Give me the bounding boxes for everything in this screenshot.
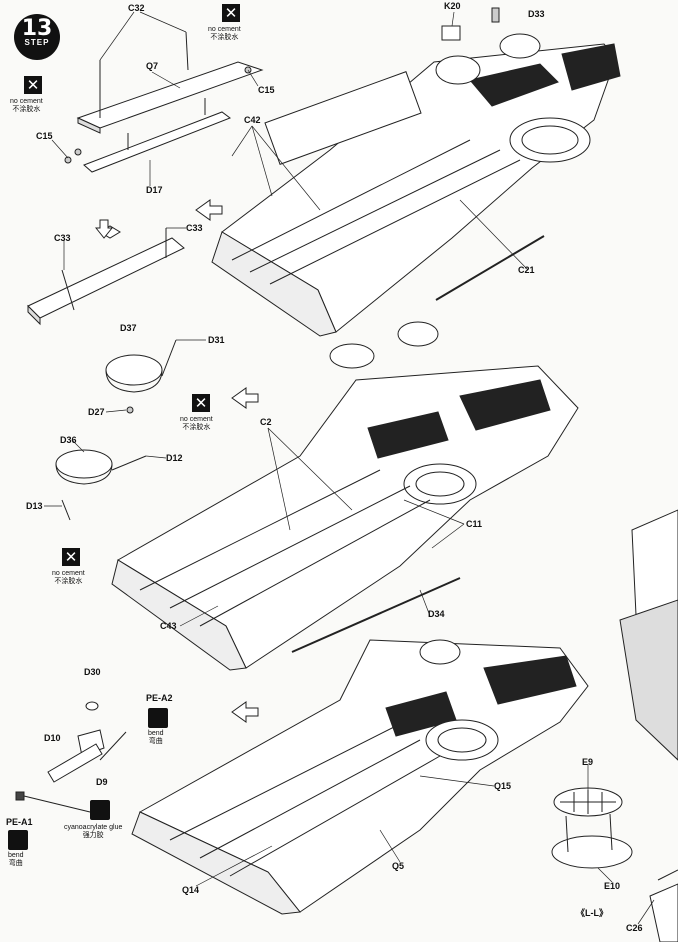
part-label-d34: D34 <box>428 609 445 619</box>
part-label-d33: D33 <box>528 9 545 19</box>
sub-assembly-c33 <box>27 225 185 326</box>
part-label-q5: Q5 <box>392 861 405 871</box>
no-cement-note-3: no cement 不涂胶水 <box>180 416 213 432</box>
part-label-c26: C26 <box>626 923 643 933</box>
part-label-d12: D12 <box>166 453 183 463</box>
part-label-e9: E9 <box>582 757 594 767</box>
no-cement-icon: ✕ <box>62 548 80 566</box>
bend-note-2: bend 弯曲 <box>8 852 24 868</box>
part-label-d17: D17 <box>146 185 163 195</box>
part-label-d36: D36 <box>60 435 77 445</box>
no-cement-note-4: no cement 不涂胶水 <box>52 570 85 586</box>
step-word: STEP <box>24 38 50 47</box>
sub-assembly-q7 <box>64 31 264 173</box>
cyano-note: cyanoacrylate glue 强力胶 <box>64 824 123 840</box>
part-label-d13: D13 <box>26 501 43 511</box>
hull-view-3 <box>131 639 589 915</box>
part-label-c11: C11 <box>466 519 483 529</box>
part-label-d31: D31 <box>208 335 225 345</box>
no-cement-icon: ✕ <box>192 394 210 412</box>
part-label-c42: C42 <box>244 115 261 125</box>
no-cement-icon: ✕ <box>222 4 240 22</box>
part-label-pe-a1: PE-A1 <box>6 817 33 827</box>
part-label-c15: C15 <box>258 85 275 95</box>
bend-icon <box>148 708 168 728</box>
part-label-c21: C21 <box>518 265 535 275</box>
part-label-d9: D9 <box>96 777 108 787</box>
periscope-parts <box>15 701 127 813</box>
part-label-c2: C2 <box>260 417 272 427</box>
page-mark: 《L-L》 <box>576 908 608 918</box>
part-label-q14: Q14 <box>182 885 200 895</box>
part-label-q15: Q15 <box>494 781 512 791</box>
part-label-c15: C15 <box>36 131 53 141</box>
glue-bottle-icon <box>90 800 110 820</box>
part-label-d10: D10 <box>44 733 61 743</box>
part-label-pe-a2: PE-A2 <box>146 693 173 703</box>
no-cement-note-1: no cement 不涂胶水 <box>208 26 241 42</box>
hull-view-2 <box>111 321 579 671</box>
part-label-c43: C43 <box>160 621 177 631</box>
part-label-c33: C33 <box>54 233 71 243</box>
adjacent-page-drawing <box>619 509 678 942</box>
step-number: 13 <box>21 16 53 41</box>
hatch-parts-middle <box>55 339 177 521</box>
leader-lines <box>44 11 655 925</box>
part-label-c33: C33 <box>186 223 203 233</box>
no-cement-note-2: no cement 不涂胶水 <box>10 98 43 114</box>
part-label-d27: D27 <box>88 407 105 417</box>
plate-e9-e10 <box>551 787 633 869</box>
step-badge: 13 STEP <box>14 14 60 60</box>
bend-icon <box>8 830 28 850</box>
bend-note-1: bend 弯曲 <box>148 730 164 746</box>
hull-view-1 <box>211 7 621 337</box>
part-label-q7: Q7 <box>146 61 159 71</box>
part-label-d30: D30 <box>84 667 101 677</box>
part-label-d37: D37 <box>120 323 137 333</box>
part-label-c32: C32 <box>128 3 145 13</box>
part-label-k20: K20 <box>444 1 461 11</box>
part-label-e10: E10 <box>604 881 621 891</box>
no-cement-icon: ✕ <box>24 76 42 94</box>
